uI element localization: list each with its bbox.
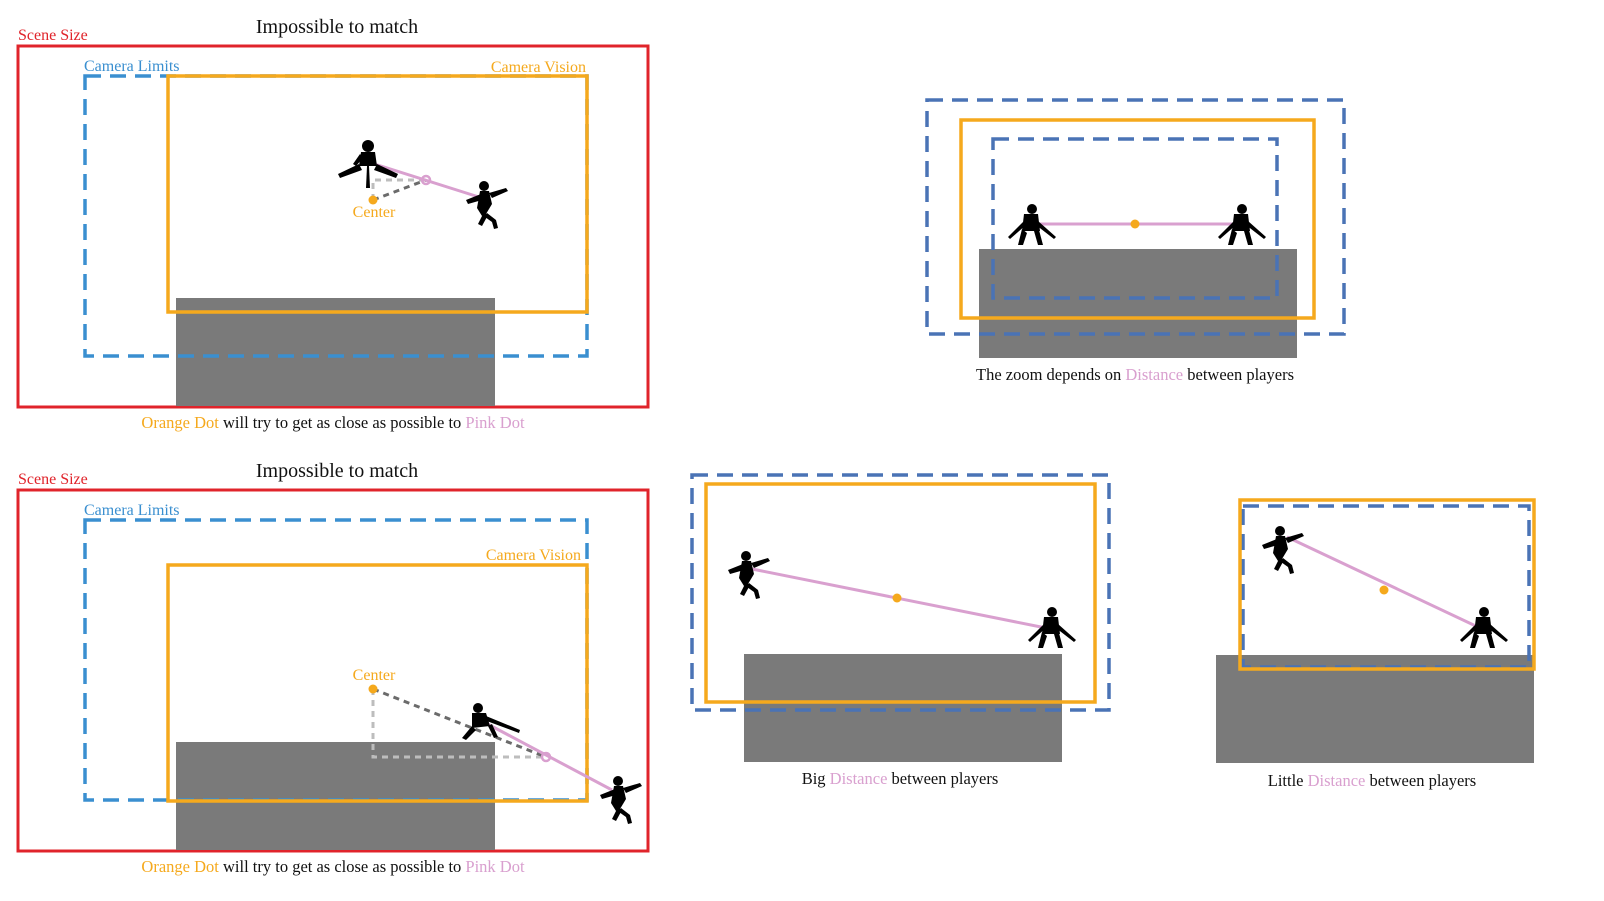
scene-size-label: Scene Size <box>18 27 88 44</box>
center-label: Center <box>353 667 396 684</box>
orange-center-dot <box>1130 219 1140 229</box>
scene-size-frame <box>16 488 650 853</box>
orange-center-dot <box>368 684 378 694</box>
camera-vision-frame <box>166 563 589 803</box>
caption-middle: will try to get as close as possible to <box>219 413 466 432</box>
caption-distance: Distance <box>1125 365 1183 384</box>
camera-vision-label: Camera Vision <box>486 547 581 564</box>
camera-vision-frame <box>959 118 1316 320</box>
camera-vision-frame <box>166 74 589 314</box>
panel-title: Impossible to match <box>256 460 418 482</box>
orange-center-dot <box>368 195 378 205</box>
panel-caption: Big Distance between players <box>802 769 999 788</box>
camera-vision-frame <box>704 482 1097 704</box>
panel-big-distance: Big Distance between players <box>690 473 1111 788</box>
camera-limits-label: Camera Limits <box>84 58 180 75</box>
caption-pink-dot: Pink Dot <box>465 857 525 876</box>
player-distance-line <box>367 160 483 200</box>
pink-dot <box>540 751 552 763</box>
panel-caption: Orange Dot will try to get as close as p… <box>141 413 525 432</box>
caption-start: Little <box>1268 771 1308 790</box>
player-silhouette-jump <box>1262 526 1304 574</box>
ground-block <box>979 249 1297 358</box>
ground-block <box>176 742 495 850</box>
panel-top-left: Impossible to match Scene Size Camera Li… <box>16 16 650 432</box>
panel-caption: The zoom depends on Distance between pla… <box>976 365 1294 384</box>
ground-block <box>176 298 495 406</box>
center-label: Center <box>353 204 396 221</box>
caption-start: The zoom depends on <box>976 365 1125 384</box>
camera-limits-frame <box>690 473 1111 712</box>
scene-size-label: Scene Size <box>18 471 88 488</box>
caption-end: between players <box>1183 365 1294 384</box>
light-dashed-guide <box>371 178 426 200</box>
panel-caption: Little Distance between players <box>1268 771 1476 790</box>
pink-dot <box>420 174 432 186</box>
camera-limits-frame <box>1241 504 1531 669</box>
caption-distance: Distance <box>1308 771 1366 790</box>
caption-end: between players <box>1365 771 1476 790</box>
player-silhouette-jump <box>600 776 642 824</box>
panel-bottom-left: Impossible to match Scene Size Camera Li… <box>16 460 650 876</box>
caption-orange-dot: Orange Dot <box>141 413 219 432</box>
caption-middle: will try to get as close as possible to <box>219 857 466 876</box>
caption-distance: Distance <box>830 769 888 788</box>
panel-little-distance: Little Distance between players <box>1216 498 1536 790</box>
camera-vision-frame <box>1238 498 1536 671</box>
player-silhouette-sword <box>1460 607 1508 648</box>
dark-dashed-guide <box>372 178 427 202</box>
ground-block <box>1216 655 1534 763</box>
dark-dashed-guide <box>372 687 547 759</box>
camera-limits-outer-frame <box>925 98 1346 336</box>
caption-start: Big <box>802 769 830 788</box>
camera-limits-label: Camera Limits <box>84 502 180 519</box>
panel-title: Impossible to match <box>256 16 418 38</box>
caption-end: between players <box>887 769 998 788</box>
player-silhouette-sword <box>1028 607 1076 648</box>
camera-limits-inner-frame <box>991 137 1279 300</box>
player-distance-line <box>1286 535 1481 630</box>
camera-vision-label: Camera Vision <box>491 59 586 76</box>
player-distance-line <box>479 718 613 792</box>
player-silhouette-jump <box>728 551 770 599</box>
player-silhouette-jump <box>466 181 508 229</box>
panel-zoom: The zoom depends on Distance between pla… <box>925 98 1346 384</box>
ground-block <box>744 654 1062 762</box>
orange-center-dot <box>892 593 902 603</box>
scene-size-frame <box>16 44 650 409</box>
panel-caption: Orange Dot will try to get as close as p… <box>141 857 525 876</box>
caption-orange-dot: Orange Dot <box>141 857 219 876</box>
caption-pink-dot: Pink Dot <box>465 413 525 432</box>
orange-center-dot <box>1379 585 1389 595</box>
light-dashed-guide <box>371 689 546 759</box>
